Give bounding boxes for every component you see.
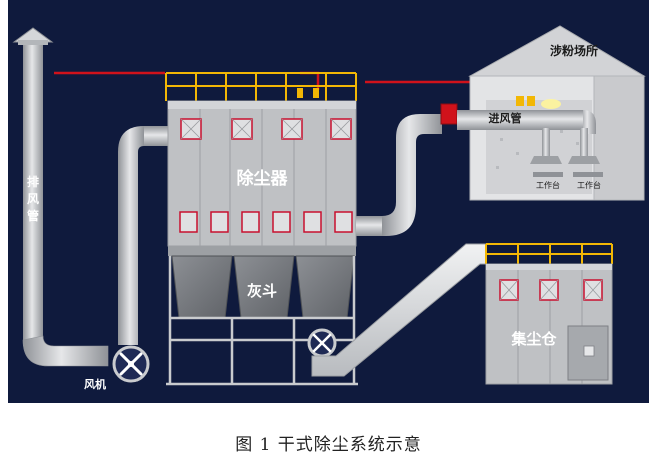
ash-hopper-label: 灰斗 — [247, 282, 277, 300]
upper-filter-crosses — [180, 118, 352, 140]
workbench-1-label: 工作台 — [536, 180, 560, 190]
exhaust-pipe — [12, 27, 109, 367]
dust-bin-label: 集尘仓 — [510, 330, 557, 348]
discharge-valve — [307, 328, 337, 358]
dust-bin-railing — [485, 243, 613, 264]
exhaust-pipe-label-2: 风 — [27, 192, 39, 206]
fan-label: 风机 — [84, 377, 106, 391]
fan — [112, 345, 150, 383]
exhaust-pipe-label: 排 风 管 — [27, 174, 39, 223]
pulse-valves — [297, 88, 319, 98]
room-interior-dots — [496, 130, 579, 169]
inlet-nozzles — [516, 96, 561, 109]
lower-filter-windows — [179, 211, 353, 233]
exhaust-pipe-label-1: 排 — [27, 174, 39, 189]
collector-railing — [165, 72, 357, 101]
exhaust-pipe-label-3: 管 — [27, 208, 39, 223]
dust-collector-label: 除尘器 — [237, 168, 289, 189]
figure-caption: 图 1 干式除尘系统示意 — [235, 435, 422, 455]
dust-collector — [165, 72, 358, 386]
inlet-pipe — [457, 110, 600, 164]
workbench-2-label: 工作台 — [577, 180, 601, 190]
workbenches — [533, 172, 603, 177]
dust-room-label: 涉粉场所 — [550, 43, 598, 58]
collector-to-fan-pipe — [118, 126, 170, 345]
ash-hoppers — [168, 246, 356, 319]
collector-to-room-pipe — [356, 114, 442, 236]
damper — [440, 103, 458, 125]
inlet-pipe-label: 进风管 — [489, 111, 522, 125]
dust-bin — [485, 243, 613, 385]
